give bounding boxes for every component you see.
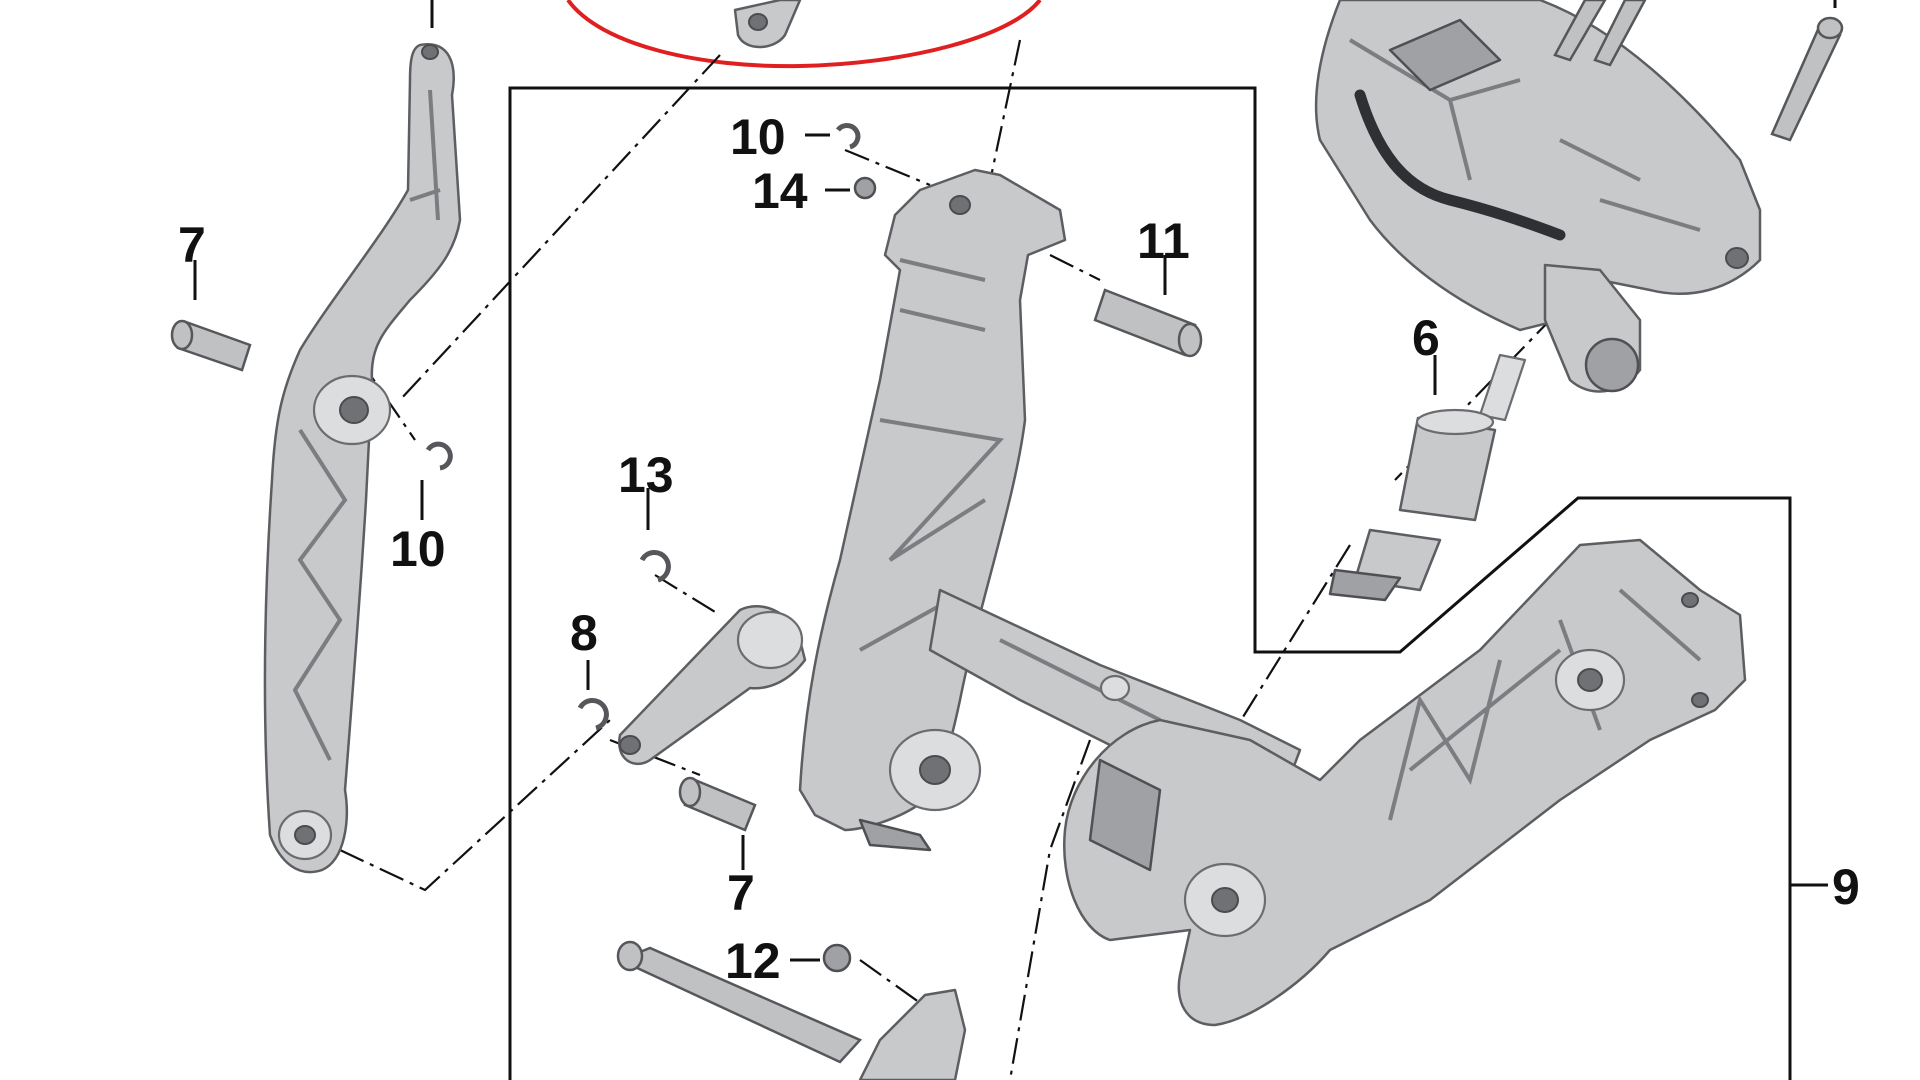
- assembly-frame: [508, 86, 1792, 1080]
- callout-10-left: 10: [390, 521, 446, 577]
- pedal-bracket: [798, 168, 1067, 852]
- small-lever: [617, 605, 807, 766]
- callout-14: 14: [752, 163, 808, 219]
- clip-8: [577, 697, 609, 731]
- callout-7-left: 7: [178, 217, 206, 273]
- ball-14: [853, 176, 877, 200]
- actuator-housing: [1314, 0, 1844, 393]
- clip-10-top: [835, 122, 861, 150]
- red-highlight-ellipse: [566, 0, 1042, 69]
- top-link: [733, 0, 802, 49]
- bottom-bracket: [616, 940, 967, 1080]
- clip-10-left: [425, 441, 453, 471]
- bolt-12: [822, 943, 852, 973]
- callout-12: 12: [725, 933, 781, 989]
- callout-9: 9: [1832, 859, 1860, 915]
- sensor-6: [1328, 353, 1527, 602]
- callout-11: 11: [1137, 213, 1190, 269]
- pedal-housing: [1063, 538, 1747, 1027]
- pin-7-bottom: [678, 776, 757, 832]
- callout-7-bottom: 7: [727, 865, 755, 921]
- callout-13: 13: [618, 447, 674, 503]
- left-lever-arm: [263, 43, 462, 874]
- callout-10-top: 10: [730, 109, 786, 165]
- callout-leaders: [193, 0, 1837, 962]
- callout-8: 8: [570, 605, 598, 661]
- clip-13: [639, 549, 671, 583]
- callout-6: 6: [1412, 310, 1440, 366]
- pin-11: [1093, 288, 1203, 358]
- pin-7-left: [170, 319, 252, 372]
